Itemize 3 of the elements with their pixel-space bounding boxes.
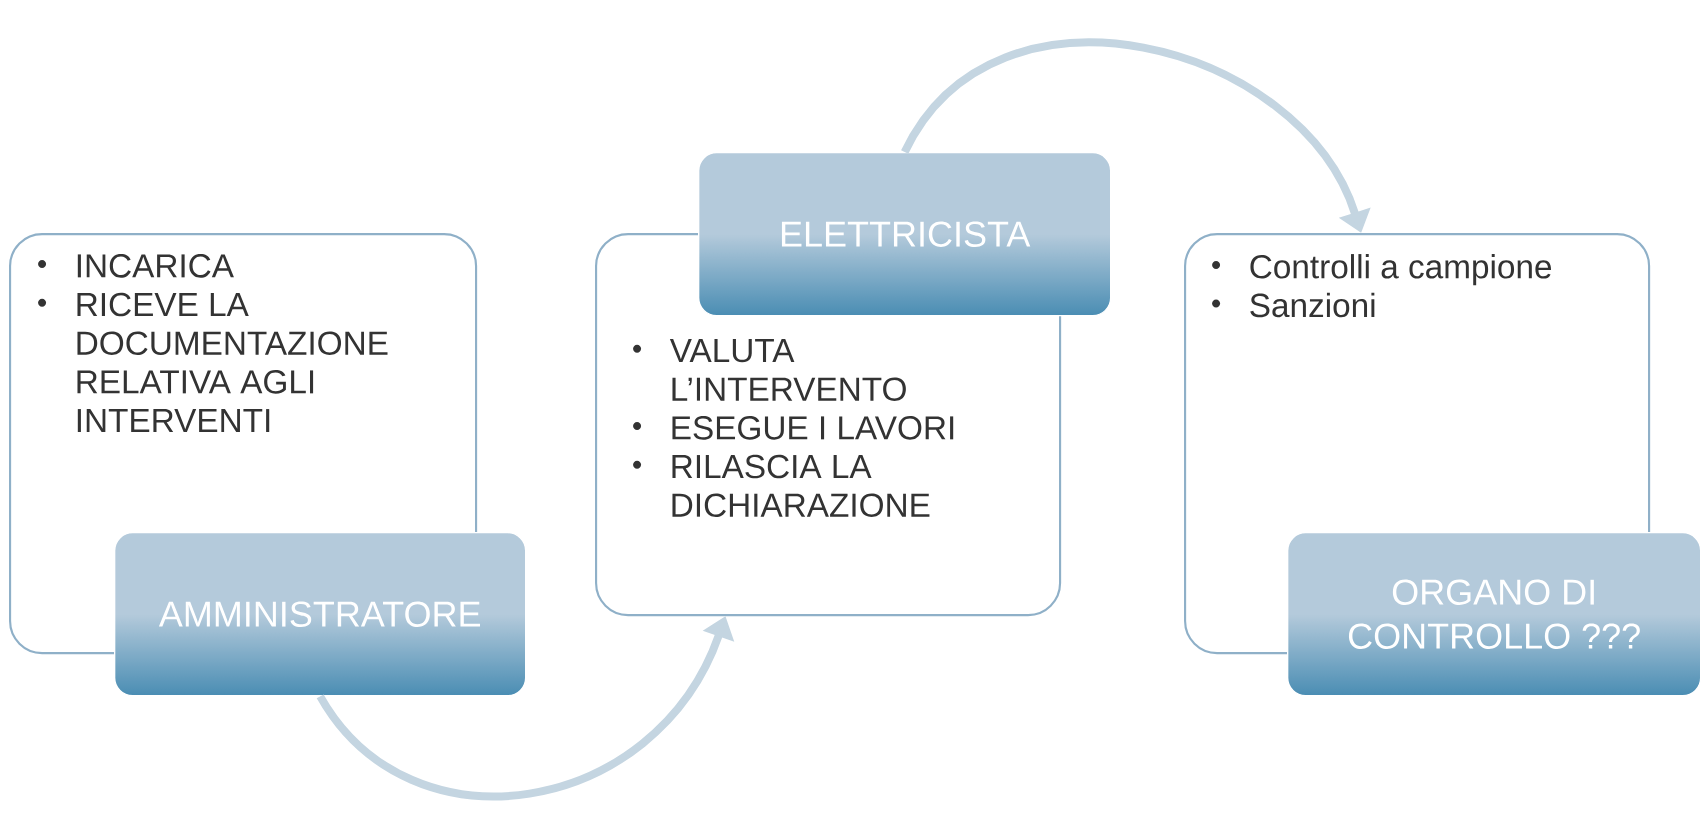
title-box: ORGANO DI CONTROLLO ??? [1287,532,1702,697]
title-box: AMMINISTRATORE [114,532,527,697]
title-box: ELETTRICISTA [698,152,1112,317]
